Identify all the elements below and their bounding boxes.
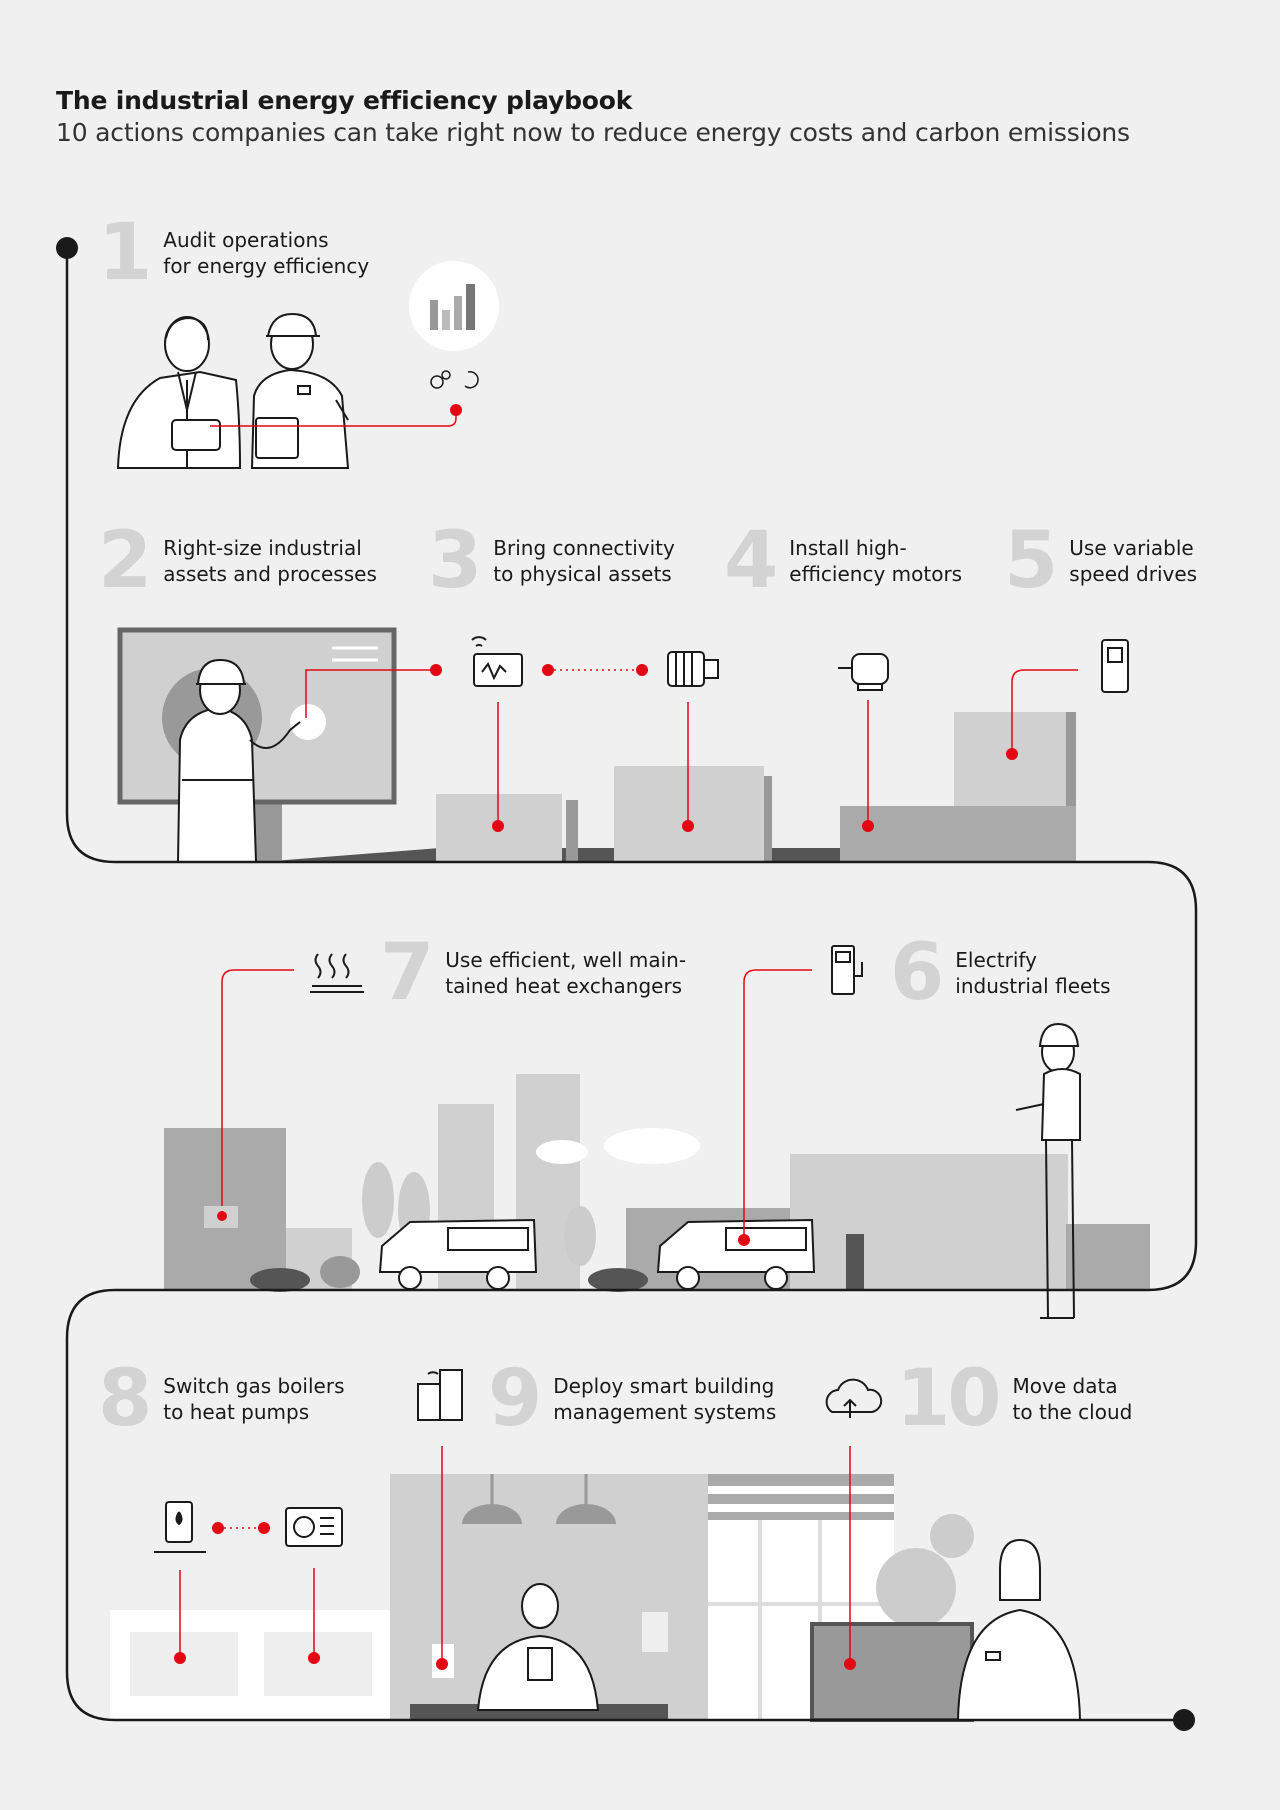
heat-exchanger-icon (310, 953, 364, 993)
city-scene (164, 969, 1150, 1319)
worker-figure (250, 312, 350, 469)
charging-station-icon (831, 945, 863, 995)
step-number: 4 (724, 516, 778, 606)
step-number: 9 (488, 1354, 542, 1444)
step-label: Switch gas boilers to heat pumps (163, 1374, 345, 1424)
gears-icon (430, 370, 451, 389)
step-label: Use variable speed drives (1069, 536, 1198, 586)
step-number: 3 (428, 516, 482, 606)
page-subtitle: 10 actions companies can take right now … (56, 118, 1130, 147)
connected-device-icon (471, 636, 523, 687)
cloud-upload-icon (825, 1378, 883, 1418)
step-label: Use efficient, well main- tained heat ex… (445, 948, 687, 998)
step-3: 3 Bring connectivity to physical assets (428, 522, 675, 600)
connector-5 (1011, 669, 1078, 754)
manager-figure (116, 316, 242, 469)
industrial-ground (117, 627, 1078, 863)
step-number: 5 (1004, 516, 1058, 606)
step-10: 10 Move data to the cloud (896, 1360, 1132, 1438)
step-number: 2 (98, 516, 152, 606)
step-number: 10 (896, 1354, 1002, 1444)
scientist-figure (956, 1538, 1082, 1721)
page-title: The industrial energy efficiency playboo… (56, 86, 633, 115)
step-label: Audit operations for energy efficiency (163, 228, 370, 278)
step-label: Install high- efficiency motors (789, 536, 963, 586)
connector-2 (305, 669, 436, 718)
step-number: 6 (890, 928, 944, 1018)
step-number: 1 (98, 208, 152, 298)
step-label: Electrify industrial fleets (955, 948, 1111, 998)
step-6: 6 Electrify industrial fleets (890, 934, 1111, 1012)
smart-building-icon (417, 1369, 463, 1421)
step-4: 4 Install high- efficiency motors (724, 522, 962, 600)
step-8: 8 Switch gas boilers to heat pumps (98, 1360, 344, 1438)
step-2: 2 Right-size industrial assets and proce… (98, 522, 377, 600)
heat-pump-icon (285, 1507, 343, 1547)
step-5: 5 Use variable speed drives (1004, 522, 1197, 600)
step-1: 1 Audit operations for energy efficiency (98, 214, 369, 292)
audit-illustration (116, 261, 499, 469)
step-number: 7 (380, 928, 434, 1018)
variable-speed-drive-icon (1101, 639, 1129, 693)
path-end-dot (1173, 1709, 1195, 1731)
connector-1 (210, 410, 457, 427)
office-worker-figure (476, 1583, 600, 1711)
fleet-worker-figure (1015, 1022, 1081, 1319)
step-label: Move data to the cloud (1012, 1374, 1133, 1424)
step-label: Bring connectivity to physical assets (493, 536, 675, 586)
gas-boiler-icon (154, 1501, 206, 1553)
path-start-dot (56, 237, 78, 259)
connector-7 (221, 969, 294, 1206)
motor-icon-3 (667, 651, 719, 687)
efficient-motor-icon (838, 653, 889, 691)
step-9: 9 Deploy smart building management syste… (488, 1360, 776, 1438)
step-label: Right-size industrial assets and process… (163, 536, 377, 586)
step-number: 8 (98, 1354, 152, 1444)
refresh-icon (464, 371, 479, 389)
step-label: Deploy smart building management systems (553, 1374, 777, 1424)
bar-chart-icon (430, 284, 475, 330)
journey-path (65, 248, 1198, 1722)
step-7: 7 Use efficient, well main- tained heat … (380, 934, 686, 1012)
office-scene (110, 1446, 1082, 1722)
connector-6 (743, 969, 812, 1240)
engineer-at-screen-figure (176, 658, 301, 863)
